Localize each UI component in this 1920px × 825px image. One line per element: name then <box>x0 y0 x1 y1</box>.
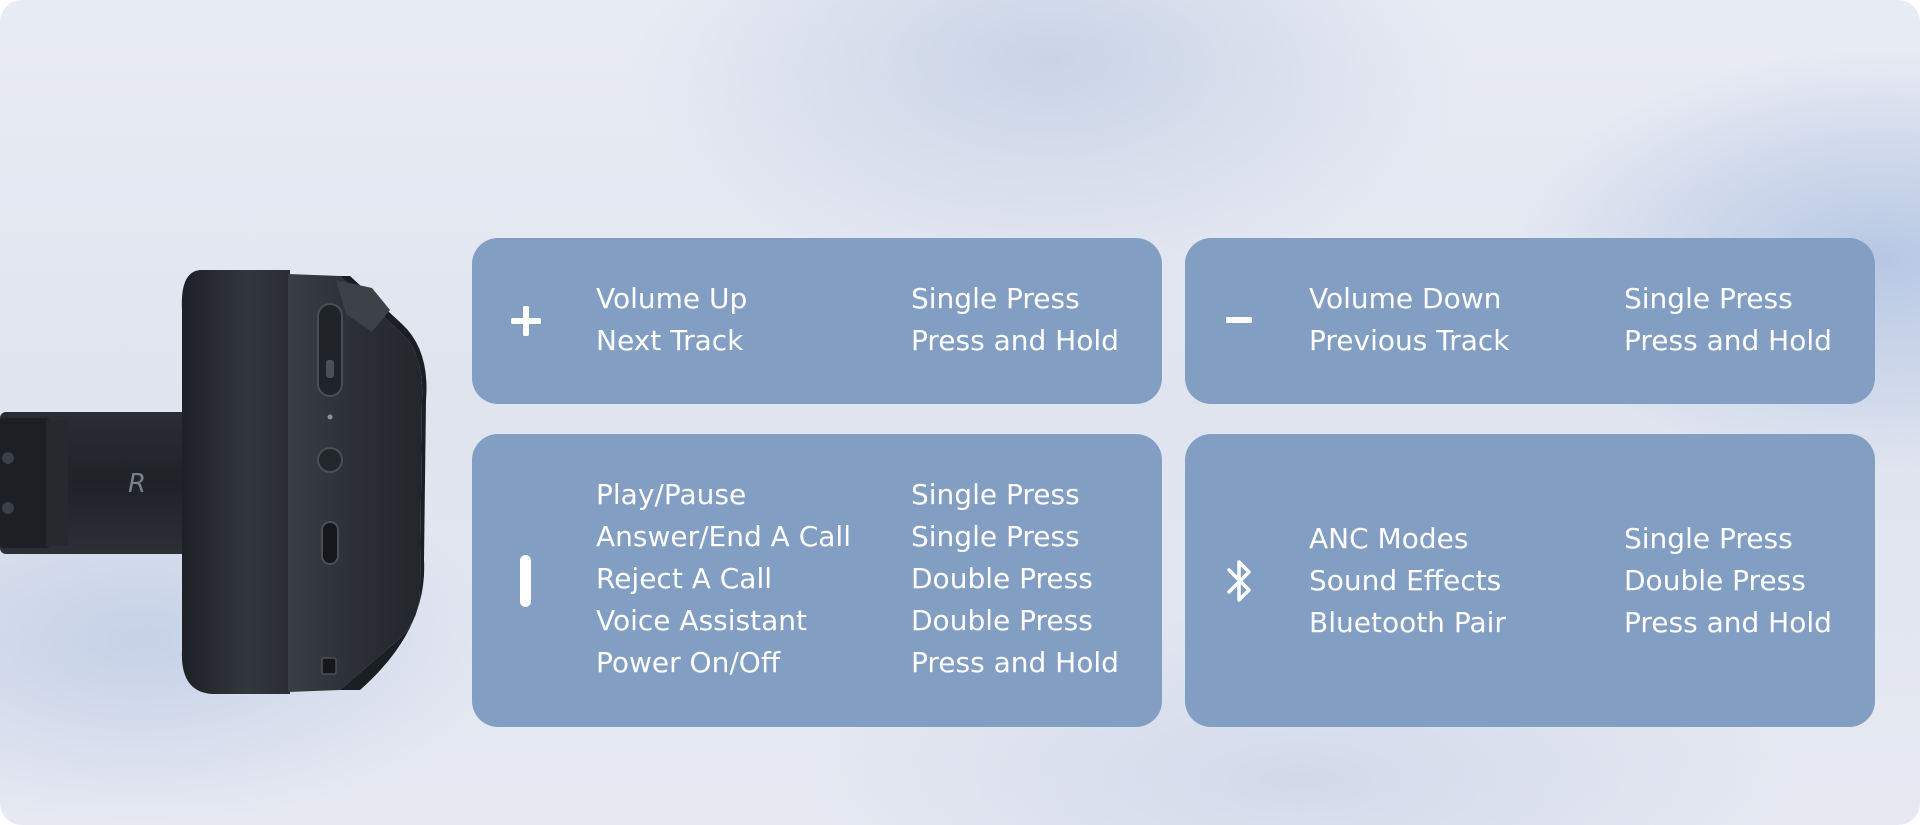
gesture-label: Press and Hold <box>1624 606 1832 639</box>
gesture-label: Press and Hold <box>911 646 1119 679</box>
bluetooth-icon <box>1185 434 1293 727</box>
action-label: Next Track <box>596 324 744 357</box>
gesture-list: Single Press Press and Hold <box>1624 278 1832 362</box>
action-label: Answer/End A Call <box>596 520 851 553</box>
gesture-label: Single Press <box>911 520 1080 553</box>
action-label: Volume Down <box>1309 282 1502 315</box>
vertical-bar-icon <box>472 434 580 727</box>
action-label: Previous Track <box>1309 324 1510 357</box>
action-label: Sound Effects <box>1309 564 1502 597</box>
gesture-list: Single Press Double Press Press and Hold <box>1624 518 1832 644</box>
plus-icon <box>472 238 580 404</box>
action-list: ANC Modes Sound Effects Bluetooth Pair <box>1309 518 1506 644</box>
action-list: Volume Down Previous Track <box>1309 278 1510 362</box>
multi-function-button-card: Play/Pause Answer/End A Call Reject A Ca… <box>472 434 1162 727</box>
action-label: Reject A Call <box>596 562 773 595</box>
volume-up-button-card: Volume Up Next Track Single Press Press … <box>472 238 1162 404</box>
headphone-earcup-image: R <box>0 270 427 694</box>
action-label: Play/Pause <box>596 478 747 511</box>
gesture-label: Double Press <box>911 562 1093 595</box>
minus-icon <box>1185 238 1293 404</box>
action-label: ANC Modes <box>1309 522 1469 555</box>
gesture-label: Single Press <box>1624 522 1793 555</box>
action-list: Volume Up Next Track <box>596 278 747 362</box>
action-label: Power On/Off <box>596 646 781 679</box>
svg-text:R: R <box>128 469 146 499</box>
gesture-list: Single Press Single Press Double Press D… <box>911 474 1119 684</box>
volume-down-button-card: Volume Down Previous Track Single Press … <box>1185 238 1875 404</box>
action-label: Volume Up <box>596 282 748 315</box>
action-list: Play/Pause Answer/End A Call Reject A Ca… <box>596 474 851 684</box>
bluetooth-button-card: ANC Modes Sound Effects Bluetooth Pair S… <box>1185 434 1875 727</box>
gesture-label: Press and Hold <box>911 324 1119 357</box>
gesture-label: Single Press <box>1624 282 1793 315</box>
action-label: Voice Assistant <box>596 604 807 637</box>
gesture-label: Double Press <box>1624 564 1806 597</box>
action-label: Bluetooth Pair <box>1309 606 1506 639</box>
gesture-label: Single Press <box>911 282 1080 315</box>
gesture-label: Press and Hold <box>1624 324 1832 357</box>
gesture-label: Single Press <box>911 478 1080 511</box>
gesture-label: Double Press <box>911 604 1093 637</box>
gesture-list: Single Press Press and Hold <box>911 278 1119 362</box>
